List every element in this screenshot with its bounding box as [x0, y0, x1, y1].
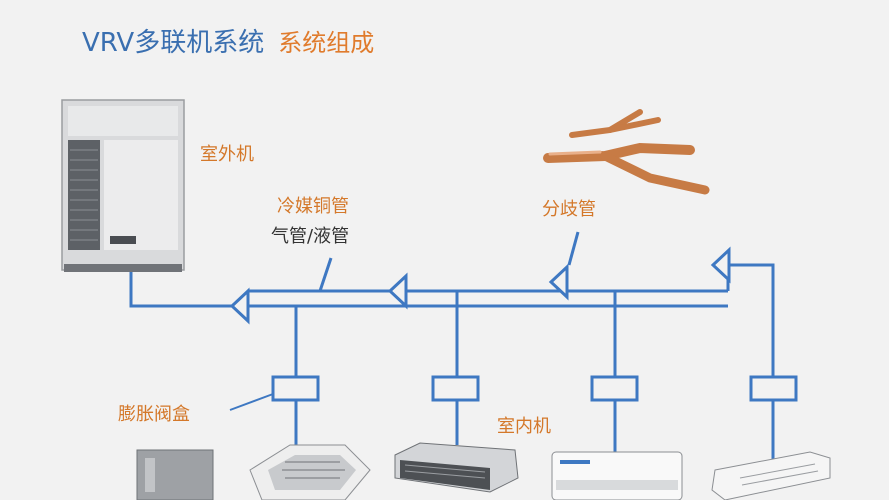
pipe-network: [129, 231, 775, 460]
label-outdoor-unit: 室外机: [200, 144, 254, 165]
label-gas-liquid: 气管/液管: [271, 226, 350, 247]
wall-unit-icon: [551, 451, 683, 500]
label-copper-pipe: 冷媒铜管: [277, 196, 349, 217]
label-expansion-box: 膨胀阀盒: [118, 404, 190, 425]
duct-unit-icon: [394, 442, 519, 493]
label-branch-pipe: 分歧管: [542, 199, 596, 220]
ceiling-unit-icon: [711, 451, 831, 500]
cassette-unit-icon: [249, 444, 371, 500]
title-sub: 系统组成: [278, 29, 375, 57]
expansion-valve-box-icon: [271, 375, 798, 402]
page-title: VRV多联机系统系统组成: [82, 22, 374, 59]
title-main: VRV多联机系统: [82, 28, 265, 58]
branch-joint-icon: [229, 246, 731, 325]
branch-pipe-icon: [543, 109, 710, 195]
expansion-leader-line: [229, 393, 274, 411]
outdoor-unit-icon: [61, 99, 185, 272]
label-indoor-unit: 室内机: [497, 416, 551, 437]
valve-box-unit-icon: [136, 449, 214, 500]
